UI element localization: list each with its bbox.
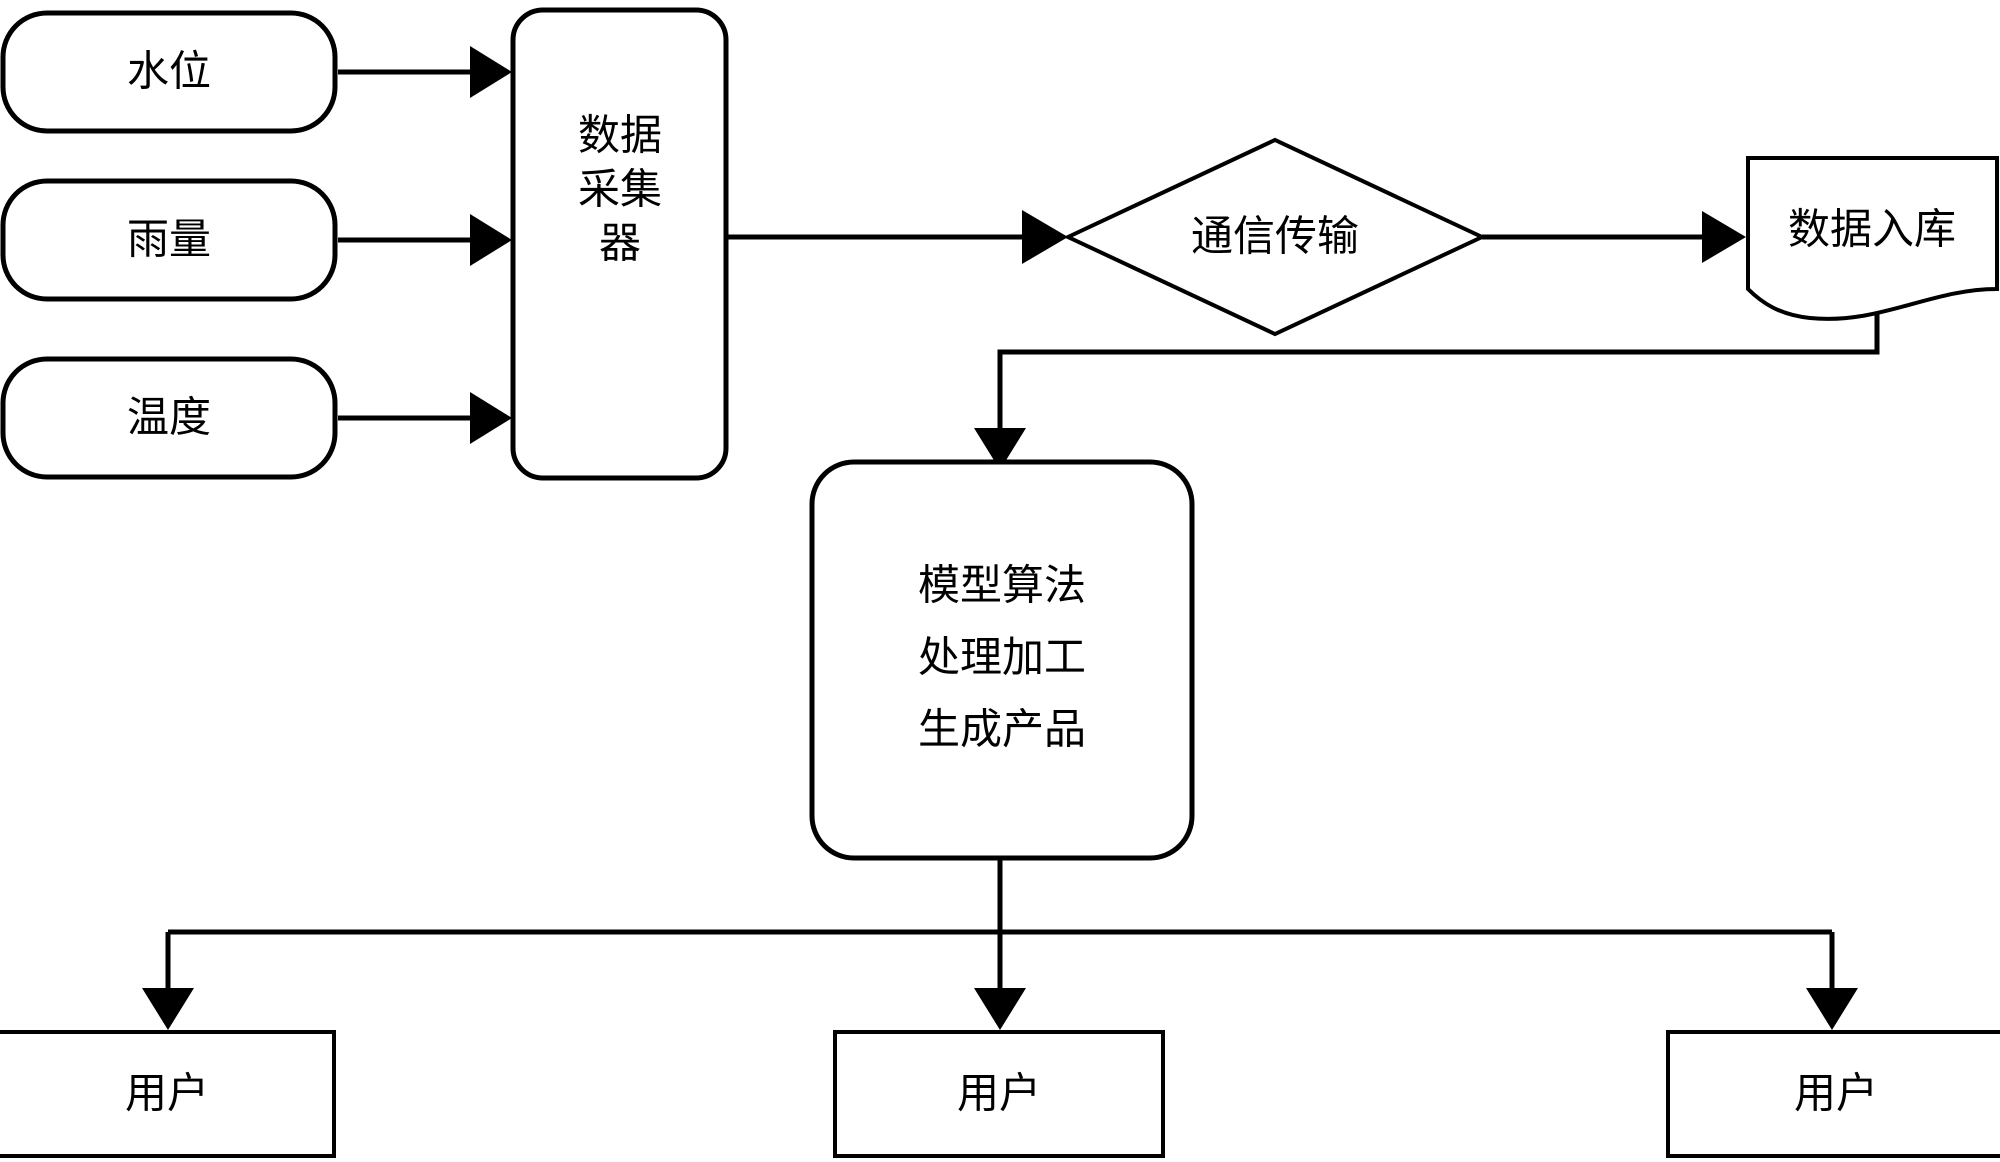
node-user-center-label: 用户 [957, 1069, 1041, 1118]
node-water-level-label: 水位 [127, 47, 211, 96]
node-model-processing-label-line1: 模型算法 [918, 561, 1086, 610]
node-data-collector-label-line1: 数据 [578, 111, 662, 160]
node-data-storage[interactable]: 数据入库 [1746, 156, 1999, 321]
node-rainfall-label: 雨量 [127, 215, 211, 264]
edge-temperature-to-collector [338, 392, 512, 444]
node-data-storage-label: 数据入库 [1788, 205, 1956, 254]
node-user-right-label: 用户 [1794, 1069, 1878, 1118]
node-communication-transmission-label: 通信传输 [1191, 212, 1359, 261]
edge-rainfall-to-collector [338, 214, 512, 266]
node-model-processing-label-line2: 处理加工 [918, 633, 1086, 682]
edge-water-level-to-collector [338, 46, 512, 98]
node-temperature[interactable]: 温度 [0, 356, 338, 480]
edge-transmission-to-storage [1482, 211, 1746, 263]
node-model-processing[interactable]: 模型算法 处理加工 生成产品 [809, 459, 1195, 861]
node-user-center[interactable]: 用户 [833, 1030, 1165, 1158]
node-data-collector-label-line3: 器 [599, 219, 641, 268]
node-user-right[interactable]: 用户 [1666, 1030, 2000, 1158]
edge-storage-to-model [974, 312, 1880, 470]
node-temperature-label: 温度 [127, 393, 211, 442]
node-data-collector[interactable]: 数据 采集 器 [510, 7, 729, 481]
node-communication-transmission[interactable]: 通信传输 [1063, 137, 1487, 337]
node-water-level[interactable]: 水位 [0, 10, 338, 134]
edge-model-to-users [142, 858, 1858, 1030]
node-data-collector-label-line2: 采集 [578, 165, 662, 214]
node-rainfall[interactable]: 雨量 [0, 178, 338, 302]
node-user-left[interactable]: 用户 [0, 1030, 336, 1158]
edge-collector-to-transmission [728, 210, 1068, 264]
node-user-left-label: 用户 [125, 1069, 209, 1118]
node-model-processing-label-line3: 生成产品 [918, 705, 1086, 754]
